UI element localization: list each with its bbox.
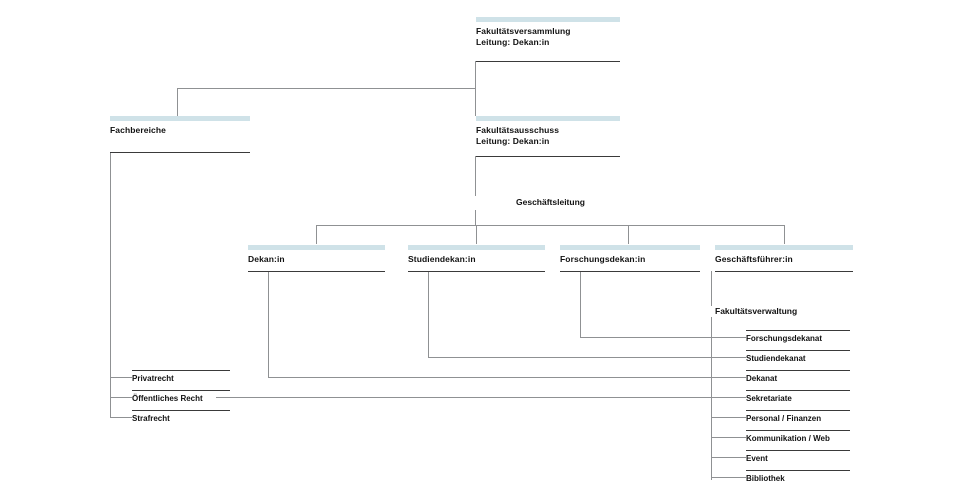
- connector-tick-forschungsdekanat: [711, 337, 746, 338]
- leaf-rule: [132, 410, 230, 411]
- leaf-label: Strafrecht: [132, 414, 170, 423]
- connector-geschaeftsleitung-stem: [475, 210, 476, 225]
- connector-forschungsdekan-to-forschungsdekanat: [580, 337, 746, 338]
- node-label: Forschungsdekan:in: [560, 254, 646, 264]
- node-rule: [248, 271, 385, 272]
- leaf-event[interactable]: Event: [746, 450, 850, 464]
- leaf-oeffentliches-recht[interactable]: Öffentliches Recht: [132, 390, 230, 404]
- node-label: Fakultätsversammlung Leitung: Dekan:in: [476, 26, 571, 47]
- leaf-label: Dekanat: [746, 374, 778, 383]
- leaf-rule: [746, 450, 850, 451]
- connector-tick-personal-finanzen: [711, 417, 746, 418]
- leaf-label: Personal / Finanzen: [746, 414, 822, 423]
- leaf-rule: [746, 350, 850, 351]
- connector-drop-geschaeftsfuehrer: [784, 225, 785, 244]
- connector-drop-fachbereiche: [177, 88, 178, 116]
- leaf-kommunikation-web[interactable]: Kommunikation / Web: [746, 430, 850, 444]
- node-rule: [715, 271, 853, 272]
- node-studiendekan[interactable]: Studiendekan:in: [408, 245, 545, 273]
- leaf-bibliothek[interactable]: Bibliothek: [746, 470, 850, 484]
- connector-studiendekan-drop: [428, 271, 429, 357]
- connector-tick-studiendekanat: [711, 357, 746, 358]
- connector-tick-oeffentliches-recht: [110, 397, 132, 398]
- node-fakultaetsversammlung[interactable]: Fakultätsversammlung Leitung: Dekan:in: [476, 17, 620, 63]
- connector-branch-horizontal-top: [177, 88, 476, 89]
- connector-tick-bibliothek: [711, 477, 746, 478]
- node-label: Fakultätsausschuss Leitung: Dekan:in: [476, 125, 560, 146]
- connector-tick-event: [711, 457, 746, 458]
- connector-tick-kommunikation-web: [711, 437, 746, 438]
- leaf-personal-finanzen[interactable]: Personal / Finanzen: [746, 410, 850, 424]
- node-rule: [408, 271, 545, 272]
- connector-dekan-to-dekanat: [268, 377, 746, 378]
- node-accent-bar: [110, 116, 250, 121]
- node-fakultaetsverwaltung: Fakultätsverwaltung: [711, 306, 802, 317]
- connector-ausschuss-to-geschaeftsleitung: [475, 156, 476, 196]
- leaf-rule: [132, 390, 230, 391]
- node-label: Fachbereiche: [110, 125, 167, 135]
- connector-fachbereiche-spine: [110, 152, 111, 418]
- leaf-label: Bibliothek: [746, 474, 785, 483]
- node-rule: [476, 156, 620, 157]
- leaf-privatrecht[interactable]: Privatrecht: [132, 370, 230, 384]
- connector-drop-fakultaetsausschuss: [475, 88, 476, 116]
- leaf-label: Event: [746, 454, 768, 463]
- leaf-label: Kommunikation / Web: [746, 434, 830, 443]
- node-fachbereiche[interactable]: Fachbereiche: [110, 116, 250, 154]
- leaf-studiendekanat[interactable]: Studiendekanat: [746, 350, 850, 364]
- leaf-rule: [746, 430, 850, 431]
- leaf-label: Sekretariate: [746, 394, 792, 403]
- leaf-rule: [746, 390, 850, 391]
- connector-bus-four-way: [316, 225, 784, 226]
- leaf-label: Öffentliches Recht: [132, 394, 203, 403]
- node-geschaeftsfuehrer[interactable]: Geschäftsführer:in: [715, 245, 853, 273]
- connector-versammlung-stem: [475, 61, 476, 88]
- node-geschaeftsleitung: Geschäftsleitung: [512, 197, 589, 208]
- connector-dekan-drop: [268, 271, 269, 377]
- node-dekan[interactable]: Dekan:in: [248, 245, 385, 273]
- connector-tick-dekanat: [711, 377, 746, 378]
- leaf-rule: [746, 410, 850, 411]
- node-accent-bar: [476, 17, 620, 22]
- node-label: Geschäftsführer:in: [715, 254, 793, 264]
- node-label: Dekan:in: [248, 254, 285, 264]
- leaf-strafrecht[interactable]: Strafrecht: [132, 410, 230, 424]
- leaf-dekanat[interactable]: Dekanat: [746, 370, 850, 384]
- node-accent-bar: [248, 245, 385, 250]
- node-rule: [110, 152, 250, 153]
- node-forschungsdekan[interactable]: Forschungsdekan:in: [560, 245, 700, 273]
- node-fakultaetsausschuss[interactable]: Fakultätsausschuss Leitung: Dekan:in: [476, 116, 620, 160]
- connector-drop-dekan: [316, 225, 317, 244]
- connector-geschaeftsfuehrer-spine: [711, 271, 712, 480]
- leaf-label: Privatrecht: [132, 374, 174, 383]
- connector-forschungsdekan-drop: [580, 271, 581, 337]
- leaf-rule: [746, 330, 850, 331]
- node-accent-bar: [476, 116, 620, 121]
- node-rule: [476, 61, 620, 62]
- connector-drop-studiendekan: [476, 225, 477, 244]
- node-label: Studiendekan:in: [408, 254, 476, 264]
- connector-drop-forschungsdekan: [628, 225, 629, 244]
- connector-tick-sekretariate: [711, 397, 746, 398]
- node-accent-bar: [560, 245, 700, 250]
- connector-oeffentliches-recht-to-sekretariate: [216, 397, 746, 398]
- node-accent-bar: [408, 245, 545, 250]
- node-rule: [560, 271, 700, 272]
- connector-tick-strafrecht: [110, 417, 132, 418]
- leaf-rule: [746, 470, 850, 471]
- leaf-forschungsdekanat[interactable]: Forschungsdekanat: [746, 330, 850, 344]
- leaf-label: Forschungsdekanat: [746, 334, 823, 343]
- leaf-sekretariate[interactable]: Sekretariate: [746, 390, 850, 404]
- leaf-label: Studiendekanat: [746, 354, 806, 363]
- connector-studiendekan-to-studiendekanat: [428, 357, 746, 358]
- node-accent-bar: [715, 245, 853, 250]
- connector-tick-privatrecht: [110, 377, 132, 378]
- leaf-rule: [132, 370, 230, 371]
- leaf-rule: [746, 370, 850, 371]
